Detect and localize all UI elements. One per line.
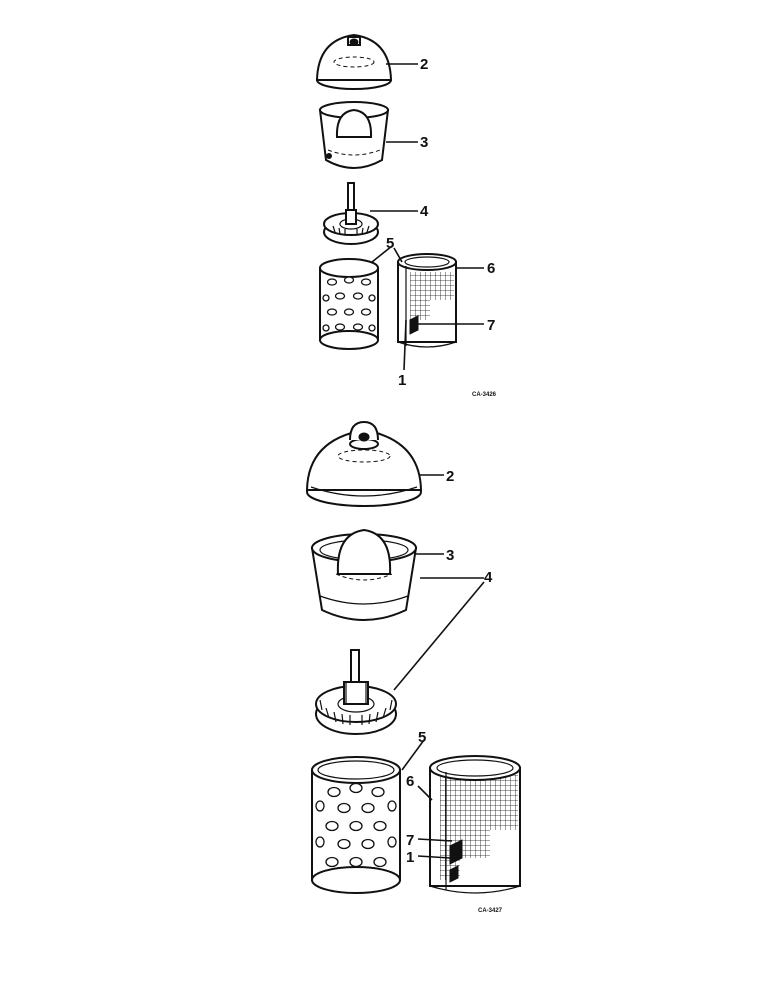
top-leader-5a bbox=[371, 245, 393, 263]
bottom-element-holes bbox=[315, 782, 397, 868]
top-callout-1: 1 bbox=[398, 372, 406, 389]
top-callout-5: 5 bbox=[386, 235, 394, 252]
top-callout-6: 6 bbox=[487, 260, 495, 277]
top-leader-5b bbox=[393, 247, 403, 263]
top-figure-code: CA-3426 bbox=[472, 392, 497, 398]
top-screen bbox=[397, 253, 457, 348]
bottom-perforated-element bbox=[311, 756, 401, 894]
top-callout-2: 2 bbox=[420, 56, 428, 73]
bottom-leader-7 bbox=[417, 838, 453, 842]
top-element-holes bbox=[322, 276, 376, 332]
top-leader-1 bbox=[403, 319, 407, 371]
bottom-bowl bbox=[310, 528, 418, 621]
bottom-callout-1: 1 bbox=[406, 849, 414, 866]
top-perforated-element bbox=[319, 258, 379, 350]
top-bowl bbox=[318, 101, 390, 169]
bottom-leader-5 bbox=[401, 739, 425, 771]
bottom-view: 2 3 4 5 6 7 1 CA-3427 bbox=[305, 420, 521, 914]
top-callout-4: 4 bbox=[420, 203, 429, 220]
bottom-leader-4b bbox=[393, 581, 485, 691]
bottom-callout-2: 2 bbox=[446, 468, 454, 485]
bottom-screen bbox=[429, 755, 521, 894]
top-cover bbox=[315, 33, 393, 90]
bottom-callout-7: 7 bbox=[406, 832, 414, 849]
bottom-callout-4: 4 bbox=[484, 569, 493, 586]
bottom-leader-1 bbox=[417, 855, 451, 859]
top-center-tube bbox=[323, 182, 379, 245]
top-callout-3: 3 bbox=[420, 134, 428, 151]
bottom-callout-3: 3 bbox=[446, 547, 454, 564]
top-view: 2 3 4 5 6 7 1 CA-3426 bbox=[315, 33, 497, 398]
bottom-callout-6: 6 bbox=[406, 773, 414, 790]
bottom-cover bbox=[305, 420, 423, 507]
bottom-center-tube bbox=[315, 649, 397, 735]
bottom-callout-5: 5 bbox=[418, 729, 426, 746]
top-callout-7: 7 bbox=[487, 317, 495, 334]
bottom-figure-code: CA-3427 bbox=[478, 908, 503, 914]
bottom-leader-6 bbox=[417, 785, 433, 801]
